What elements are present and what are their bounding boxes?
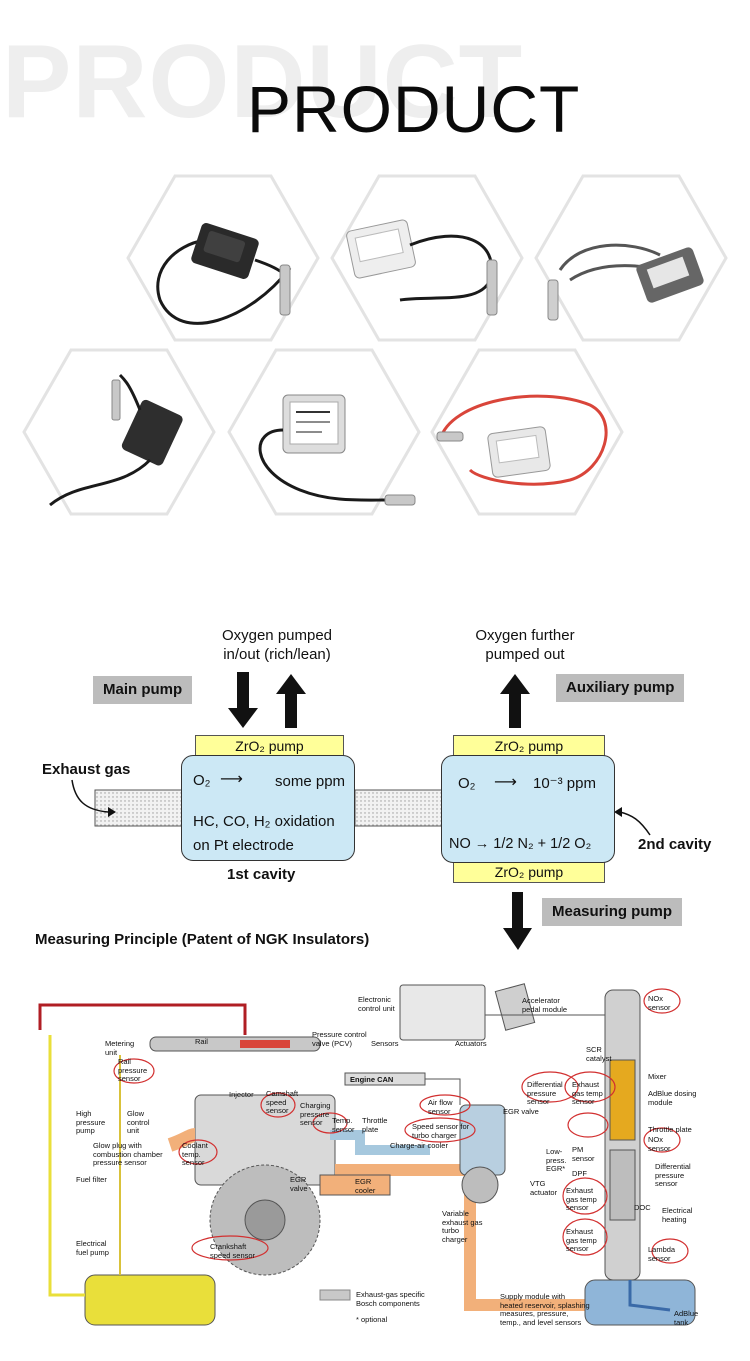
engine-can-label: Engine CAN bbox=[350, 1075, 394, 1084]
arrow-glyph-2: ⟶ bbox=[494, 774, 517, 791]
first-cavity-label: 1st cavity bbox=[227, 866, 296, 883]
zro2-pump-main: ZrO₂ pump bbox=[195, 735, 344, 757]
actuators-label: Actuators bbox=[455, 1039, 487, 1048]
low-press-egr-label: Low-press. EGR* bbox=[546, 1147, 567, 1174]
throttle-2-label: Throttle plate bbox=[648, 1125, 692, 1134]
auxiliary-pump-label: Auxiliary pump bbox=[556, 674, 685, 702]
exhaust-temp-2-label: Exhaust gas temp sensor bbox=[566, 1186, 597, 1213]
variable-turbo-label: Variable exhaust gas turbo charger bbox=[442, 1209, 483, 1244]
pcv-label: Pressure control valve (PCV) bbox=[312, 1030, 367, 1048]
electrical-pump-label: Electrical fuel pump bbox=[76, 1239, 109, 1257]
product-image-2[interactable] bbox=[346, 219, 498, 316]
rail-pressure-label: Rail pressure sensor bbox=[118, 1057, 148, 1084]
measuring-arrow bbox=[503, 892, 532, 950]
lambda-label: Lambda sensor bbox=[648, 1245, 676, 1263]
second-cavity-label: 2nd cavity bbox=[638, 836, 712, 853]
high-pressure-label: High pressure pump bbox=[76, 1109, 106, 1136]
crankshaft-label: Crankshaft speed sensor bbox=[210, 1242, 256, 1260]
product-grid bbox=[22, 174, 728, 516]
oxygen-further-label: Oxygen further pumped out bbox=[475, 627, 575, 663]
system-diagram bbox=[38, 983, 696, 1326]
dpf-label: DPF bbox=[572, 1169, 587, 1178]
hc-oxidation-label: HC, CO, H₂ oxidation bbox=[193, 813, 335, 830]
pt-electrode-label: on Pt electrode bbox=[193, 837, 294, 854]
scr-label: SCR catalyst bbox=[586, 1045, 612, 1063]
header-background-word: PRODUCT bbox=[2, 24, 524, 140]
vtg-label: VTG actuator bbox=[530, 1179, 558, 1197]
exhaust-gas-label: Exhaust gas bbox=[42, 761, 131, 778]
ecu-label: Electronic control unit bbox=[358, 995, 395, 1013]
legend-optional-label: * optional bbox=[356, 1315, 388, 1324]
supply-module-label: Supply module with heated reservoir, spl… bbox=[500, 1292, 590, 1327]
nox-sensor-top-label: NOx sensor bbox=[648, 994, 671, 1012]
product-image-3[interactable] bbox=[547, 243, 705, 321]
differential-pressure-label: Differential pressure sensor bbox=[527, 1080, 563, 1107]
nox-sensor-mid-label: NOx sensor bbox=[648, 1135, 671, 1153]
adblue-tank-label: AdBlue tank bbox=[674, 1309, 699, 1327]
sensors-label: Sensors bbox=[371, 1039, 399, 1048]
some-ppm-label: some ppm bbox=[275, 773, 346, 790]
oxygen-further-arrow bbox=[500, 674, 530, 728]
o2-label-1: O₂ bbox=[193, 772, 211, 789]
fuel-filter-label: Fuel filter bbox=[76, 1175, 107, 1184]
arrow-glyph-1: ⟶ bbox=[220, 771, 243, 788]
zro2-pump-aux: ZrO₂ pump bbox=[453, 735, 605, 757]
glow-plug-label: Glow plug with combustion chamber pressu… bbox=[93, 1141, 163, 1168]
oxygen-in-arrow bbox=[228, 672, 258, 728]
electrical-heating-label: Electrical heating bbox=[662, 1206, 693, 1224]
egr-valve-top-label: EGR valve bbox=[503, 1107, 539, 1116]
glow-control-label: Glow control unit bbox=[127, 1109, 150, 1136]
principle-caption: Measuring Principle (Patent of NGK Insul… bbox=[35, 931, 370, 948]
doc-label: DOC bbox=[634, 1203, 651, 1212]
product-image-5[interactable] bbox=[258, 394, 416, 506]
egr-cooler-label: EGR cooler bbox=[355, 1177, 376, 1195]
rail-label: Rail bbox=[195, 1037, 208, 1046]
first-cavity bbox=[181, 755, 355, 861]
ppm-label: 10⁻³ ppm bbox=[533, 775, 596, 792]
charge-air-label: Charge-air cooler bbox=[390, 1141, 448, 1150]
main-pump-label: Main pump bbox=[93, 676, 193, 704]
oxygen-out-arrow bbox=[276, 674, 306, 728]
exhaust-temp-1-label: Exhaust gas temp sensor bbox=[572, 1080, 603, 1107]
principle-graphics bbox=[71, 672, 651, 950]
camshaft-label: Camshaft speed sensor bbox=[266, 1089, 299, 1116]
oxygen-pumped-label: Oxygen pumped in/out (rich/lean) bbox=[221, 627, 333, 663]
injector-label: Injector bbox=[229, 1090, 254, 1099]
zro2-pump-measuring: ZrO₂ pump bbox=[453, 861, 605, 883]
o2-label-2: O₂ bbox=[458, 775, 476, 792]
coolant-label: Coolant temp. sensor bbox=[182, 1141, 208, 1168]
no-reaction-label: NO → 1/2 N₂ + 1/2 O₂ bbox=[449, 836, 592, 852]
pm-sensor-label: PM sensor bbox=[572, 1145, 595, 1163]
egr-valve-label: EGR valve bbox=[290, 1175, 308, 1193]
page-title: PRODUCT bbox=[247, 72, 581, 146]
product-image-1[interactable] bbox=[156, 222, 292, 325]
accelerator-label: Accelerator pedal module bbox=[522, 996, 568, 1014]
exhaust-temp-3-label: Exhaust gas temp sensor bbox=[566, 1227, 597, 1254]
product-image-6[interactable] bbox=[436, 394, 608, 486]
mixer-label: Mixer bbox=[648, 1072, 667, 1081]
metering-label: Metering unit bbox=[105, 1039, 135, 1057]
speed-turbo-label: Speed sensor for turbo charger bbox=[412, 1122, 470, 1140]
temp-label: Temp. sensor bbox=[332, 1116, 355, 1134]
legend-specific-label: Exhaust-gas specific Bosch components bbox=[356, 1290, 425, 1308]
second-cavity bbox=[441, 755, 615, 863]
air-flow-label: Air flow sensor bbox=[428, 1098, 453, 1116]
adblue-dosing-label: AdBlue dosing module bbox=[648, 1089, 697, 1107]
differential-pressure-2-label: Differential pressure sensor bbox=[655, 1162, 691, 1189]
throttle-label: Throttle plate bbox=[362, 1116, 388, 1134]
charging-label: Charging pressure sensor bbox=[300, 1101, 331, 1128]
product-image-4[interactable] bbox=[49, 373, 184, 507]
measuring-pump-label: Measuring pump bbox=[542, 898, 683, 926]
